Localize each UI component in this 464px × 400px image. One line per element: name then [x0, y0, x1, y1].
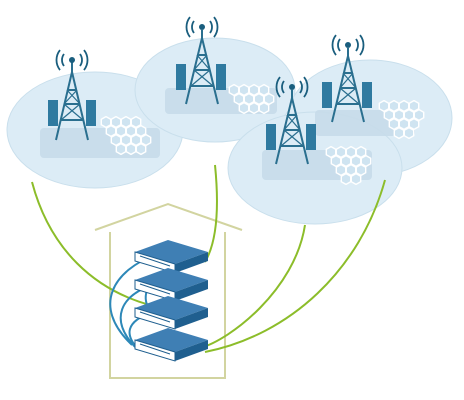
cell-tower-2 [176, 16, 226, 105]
server-unit-2 [134, 268, 208, 302]
server-unit-4 [134, 328, 208, 362]
server-unit-3 [134, 296, 208, 330]
server-unit-1 [134, 240, 208, 274]
cell-tower-3 [266, 76, 316, 165]
server-stack [134, 240, 208, 362]
cell-tower-4 [322, 34, 372, 123]
cell-tower-1 [48, 49, 96, 141]
